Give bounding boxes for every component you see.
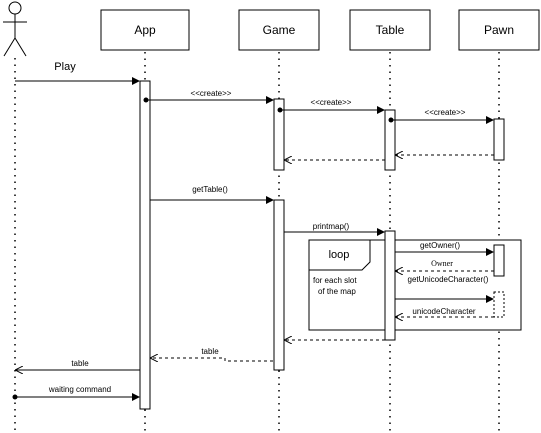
message-get-owner-label: getOwner() <box>420 241 460 250</box>
message-get-unicode-label: getUnicodeCharacter() <box>408 275 489 284</box>
loop-title: loop <box>329 249 350 261</box>
app-activation <box>139 80 151 410</box>
participant-pawn: Pawn <box>458 9 540 51</box>
participant-app: App <box>100 9 190 51</box>
message-create-game: <<create>> <box>143 89 274 104</box>
message-get-owner: getOwner() <box>395 241 494 256</box>
message-get-unicode: getUnicodeCharacter() <box>395 275 494 303</box>
message-table-return-label: table <box>201 347 219 356</box>
loop-frame: loop for each slot of the map <box>308 239 522 331</box>
message-create-pawn: <<create>> <box>388 108 494 124</box>
participant-pawn-label: Pawn <box>484 23 514 37</box>
message-get-table-label: getTable() <box>192 185 228 194</box>
message-create-table: <<create>> <box>277 98 385 114</box>
participant-app-label: App <box>134 23 156 37</box>
game-activation-1 <box>273 98 285 171</box>
message-play: Play <box>15 61 140 85</box>
message-waiting-command-label: waiting command <box>48 385 111 394</box>
participant-table: Table <box>349 9 431 51</box>
table-activation-1 <box>384 109 396 171</box>
pawn-activation-2 <box>493 244 505 277</box>
message-waiting-command: waiting command <box>12 385 140 401</box>
participant-game-label: Game <box>263 23 296 37</box>
participant-game: Game <box>238 9 320 51</box>
message-play-label: Play <box>54 61 76 73</box>
message-printmap-label: printmap() <box>313 222 350 231</box>
pawn-activation-1 <box>493 118 505 161</box>
user-actor-icon <box>3 1 27 57</box>
table-activation-2 <box>384 230 396 341</box>
message-unicode-return: unicodeCharacter <box>396 307 494 317</box>
message-table-to-actor: table <box>16 359 140 370</box>
message-unicode-label: unicodeCharacter <box>412 307 475 316</box>
message-create-game-label: <<create>> <box>191 89 232 98</box>
message-create-pawn-label: <<create>> <box>425 108 466 117</box>
participant-table-label: Table <box>376 23 405 37</box>
loop-condition-line2: of the map <box>318 287 356 296</box>
message-printmap: printmap() <box>284 222 385 236</box>
message-create-table-label: <<create>> <box>311 98 352 107</box>
message-owner-return: Owner <box>396 259 494 271</box>
message-table-return: table <box>151 347 273 361</box>
loop-condition-line1: for each slot <box>313 276 357 285</box>
game-activation-2 <box>273 199 285 371</box>
pawn-activation-3 <box>493 291 505 318</box>
message-table-to-actor-label: table <box>71 359 89 368</box>
message-get-table: getTable() <box>150 185 274 204</box>
message-owner-label: Owner <box>431 259 453 268</box>
